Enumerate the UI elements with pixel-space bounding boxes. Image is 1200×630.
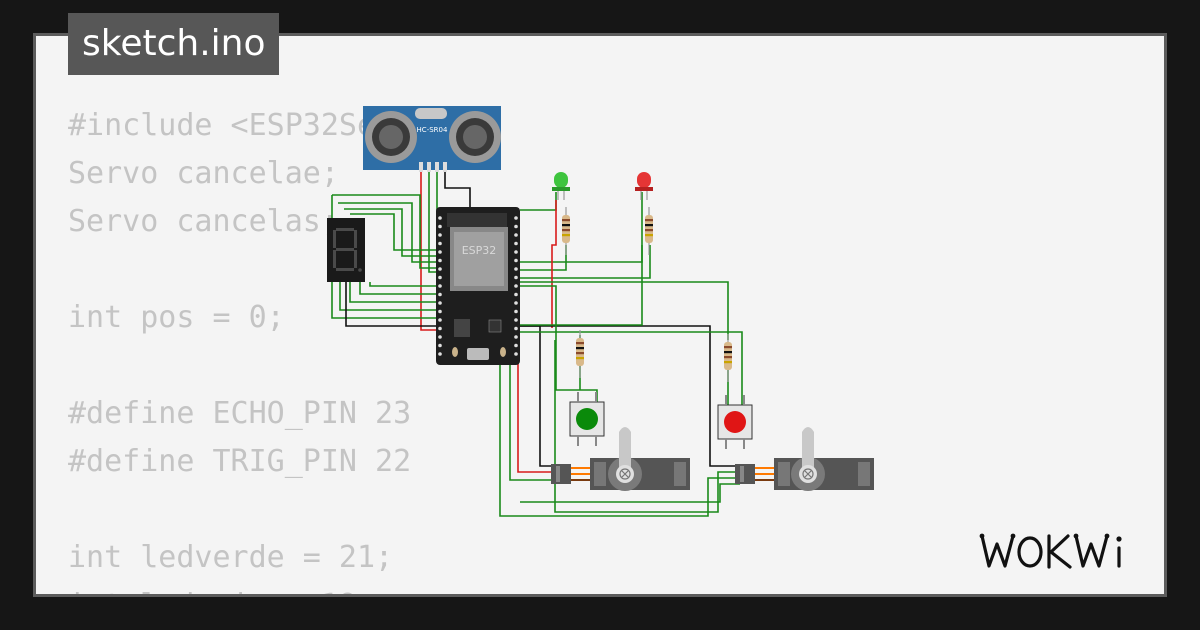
- board-pin: [514, 258, 518, 263]
- board-pin: [514, 301, 518, 305]
- board-pin: [438, 326, 442, 331]
- board-pin: [514, 284, 518, 288]
- board-pin: [438, 318, 442, 322]
- board-pin: [438, 343, 442, 348]
- code-line: int ledverde = 21;: [68, 540, 394, 575]
- board-pin: [438, 224, 442, 229]
- board-pin: [514, 250, 518, 254]
- resistors: [562, 207, 732, 382]
- board-pin: [438, 309, 442, 314]
- board-pin: [514, 352, 518, 356]
- code-line: int ledrojo = 19;: [68, 582, 483, 594]
- board-pin: [438, 250, 442, 254]
- green-pushbutton[interactable]: [569, 392, 605, 446]
- code-line: Servo cancelae;: [68, 156, 339, 191]
- board-pin: [514, 224, 518, 229]
- resistor[interactable]: [645, 207, 653, 255]
- board-pin: [438, 233, 442, 237]
- code-line: Servo cancelas;: [68, 204, 339, 239]
- ultrasonic-pins: [419, 162, 447, 172]
- board-pin: [514, 216, 518, 220]
- board-pin: [438, 258, 442, 263]
- board-pin: [514, 318, 518, 322]
- board-pin: [438, 301, 442, 305]
- green-led[interactable]: [552, 172, 570, 200]
- wires: [331, 170, 743, 517]
- board-pin: [514, 292, 518, 297]
- resistor[interactable]: [724, 334, 732, 382]
- code-line: int pos = 0;: [68, 300, 285, 335]
- wokwi-logo-mark: [979, 533, 1122, 569]
- board-pin: [514, 267, 518, 271]
- board-pin: [438, 335, 442, 339]
- esp32-label: ESP32: [462, 244, 497, 257]
- board-pin: [514, 343, 518, 348]
- red-led[interactable]: [635, 172, 653, 200]
- board-pin: [438, 292, 442, 297]
- resistor[interactable]: [576, 330, 584, 378]
- servo-2[interactable]: [735, 427, 874, 491]
- board-pin: [514, 309, 518, 314]
- servo-1[interactable]: [551, 427, 690, 491]
- board-pin: [438, 241, 442, 246]
- code-listing: #include <ESP32Servo.h>Servo cancelae;Se…: [68, 102, 483, 594]
- board-pin: [438, 267, 442, 271]
- board-pin: [438, 352, 442, 356]
- code-line: #define ECHO_PIN 23: [68, 396, 412, 431]
- red-pushbutton[interactable]: [717, 395, 753, 449]
- board-pin: [514, 326, 518, 331]
- board-pin: [438, 275, 442, 280]
- wokwi-logo[interactable]: [978, 528, 1150, 574]
- sketch-preview-card: #include <ESP32Servo.h>Servo cancelae;Se…: [33, 33, 1167, 597]
- ultrasonic-label: HC-SR04: [417, 126, 448, 134]
- sketch-title: sketch.ino: [68, 13, 280, 75]
- ultrasonic-sensor[interactable]: HC-SR04: [363, 106, 501, 172]
- resistor[interactable]: [562, 207, 570, 255]
- esp32-board[interactable]: ESP32: [436, 207, 520, 365]
- board-pin: [514, 233, 518, 237]
- board-pin: [438, 216, 442, 220]
- board-pin: [514, 335, 518, 339]
- code-line: #define TRIG_PIN 22: [68, 444, 412, 479]
- seven-segment-display[interactable]: [327, 218, 365, 282]
- board-pin: [438, 284, 442, 288]
- board-pin: [514, 241, 518, 246]
- board-pin: [514, 275, 518, 280]
